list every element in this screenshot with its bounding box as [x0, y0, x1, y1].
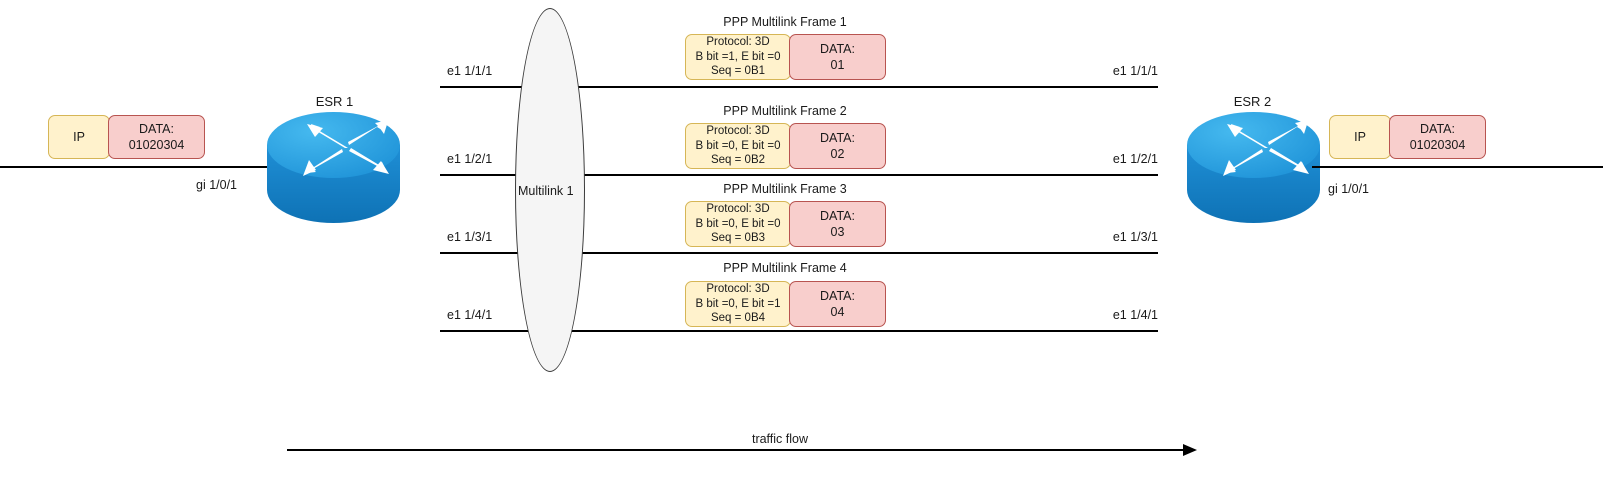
- link-2-left-interface: e1 1/2/1: [447, 152, 493, 166]
- link-3-left-interface: e1 1/3/1: [447, 230, 493, 244]
- link-1-left-interface: e1 1/1/1: [447, 64, 493, 78]
- link-3-data-value: 03: [830, 225, 845, 239]
- router-cylinder-icon: [1187, 112, 1320, 223]
- link-3-protocol: Protocol: 3D: [706, 202, 770, 215]
- left-packet-data-label: DATA:: [139, 122, 174, 136]
- arrow-right-icon: [287, 444, 1197, 456]
- link-2-bits: B bit =0, E bit =0: [695, 139, 781, 152]
- link-1-data-value: 01: [830, 58, 845, 72]
- link-4-data-label: DATA:: [820, 289, 855, 303]
- link-1-protocol: Protocol: 3D: [706, 35, 770, 48]
- link-2-data-label: DATA:: [820, 131, 855, 145]
- link-4-frame-title: PPP Multilink Frame 4: [723, 261, 847, 275]
- link-1-frame-header: Protocol: 3D B bit =1, E bit =0 Seq = 0B…: [685, 34, 791, 80]
- link-2-seq: Seq = 0B2: [710, 154, 766, 167]
- link-1-bits: B bit =1, E bit =0: [695, 50, 781, 63]
- left-packet-ip-label: IP: [73, 130, 85, 144]
- link-1-line: [440, 86, 1158, 88]
- link-1-right-interface: e1 1/1/1: [1112, 64, 1158, 78]
- left-router-label: ESR 1: [315, 94, 354, 109]
- left-lan-line: [0, 166, 288, 168]
- link-3-frame: Protocol: 3D B bit =0, E bit =0 Seq = 0B…: [685, 201, 886, 247]
- traffic-flow-arrow: [285, 440, 1200, 460]
- traffic-flow-label: traffic flow: [751, 432, 809, 446]
- link-2-protocol: Protocol: 3D: [706, 124, 770, 137]
- link-2-frame-title: PPP Multilink Frame 2: [723, 104, 847, 118]
- right-packet-data: DATA: 01020304: [1389, 115, 1486, 159]
- router-cylinder-icon: [267, 112, 400, 223]
- link-3-line: [440, 252, 1158, 254]
- link-3-seq: Seq = 0B3: [710, 232, 766, 245]
- right-packet-data-label: DATA:: [1420, 122, 1455, 136]
- left-router-interface-label: gi 1/0/1: [196, 178, 238, 192]
- link-2-data-value: 02: [830, 147, 845, 161]
- link-4-frame: Protocol: 3D B bit =0, E bit =1 Seq = 0B…: [685, 281, 886, 327]
- link-3-frame-header: Protocol: 3D B bit =0, E bit =0 Seq = 0B…: [685, 201, 791, 247]
- link-2-frame-data: DATA: 02: [789, 123, 886, 169]
- link-3-frame-title: PPP Multilink Frame 3: [723, 182, 847, 196]
- link-3-bits: B bit =0, E bit =0: [695, 217, 781, 230]
- right-packet-ip-label: IP: [1354, 130, 1366, 144]
- right-router-label: ESR 2: [1233, 94, 1272, 109]
- link-3-right-interface: e1 1/3/1: [1112, 230, 1158, 244]
- right-packet-data-value: 01020304: [1409, 138, 1466, 152]
- link-4-left-interface: e1 1/4/1: [447, 308, 493, 322]
- right-router-icon: [1185, 112, 1322, 224]
- link-4-frame-header: Protocol: 3D B bit =0, E bit =1 Seq = 0B…: [685, 281, 791, 327]
- link-4-protocol: Protocol: 3D: [706, 282, 770, 295]
- link-4-data-value: 04: [830, 305, 845, 319]
- right-lan-line: [1312, 166, 1603, 168]
- right-ip-packet: IP DATA: 01020304: [1329, 115, 1486, 159]
- link-4-frame-data: DATA: 04: [789, 281, 886, 327]
- left-packet-ip-header: IP: [48, 115, 110, 159]
- link-2-frame: Protocol: 3D B bit =0, E bit =0 Seq = 0B…: [685, 123, 886, 169]
- link-3-data-label: DATA:: [820, 209, 855, 223]
- link-4-seq: Seq = 0B4: [710, 312, 766, 325]
- left-packet-data: DATA: 01020304: [108, 115, 205, 159]
- multilink-bundle-label: Multilink 1: [518, 184, 574, 198]
- left-router-icon: [265, 112, 402, 224]
- link-4-bits: B bit =0, E bit =1: [695, 297, 781, 310]
- link-1-seq: Seq = 0B1: [710, 65, 766, 78]
- link-1-data-label: DATA:: [820, 42, 855, 56]
- link-2-right-interface: e1 1/2/1: [1112, 152, 1158, 166]
- left-packet-data-value: 01020304: [128, 138, 185, 152]
- link-1-frame-title: PPP Multilink Frame 1: [723, 15, 847, 29]
- link-4-line: [440, 330, 1158, 332]
- link-1-frame-data: DATA: 01: [789, 34, 886, 80]
- link-1-frame: Protocol: 3D B bit =1, E bit =0 Seq = 0B…: [685, 34, 886, 80]
- link-4-right-interface: e1 1/4/1: [1112, 308, 1158, 322]
- right-router-interface-label: gi 1/0/1: [1328, 182, 1370, 196]
- right-packet-ip-header: IP: [1329, 115, 1391, 159]
- left-ip-packet: IP DATA: 01020304: [48, 115, 205, 159]
- multilink-bundle-ellipse: [515, 8, 585, 372]
- link-2-frame-header: Protocol: 3D B bit =0, E bit =0 Seq = 0B…: [685, 123, 791, 169]
- link-3-frame-data: DATA: 03: [789, 201, 886, 247]
- link-2-line: [440, 174, 1158, 176]
